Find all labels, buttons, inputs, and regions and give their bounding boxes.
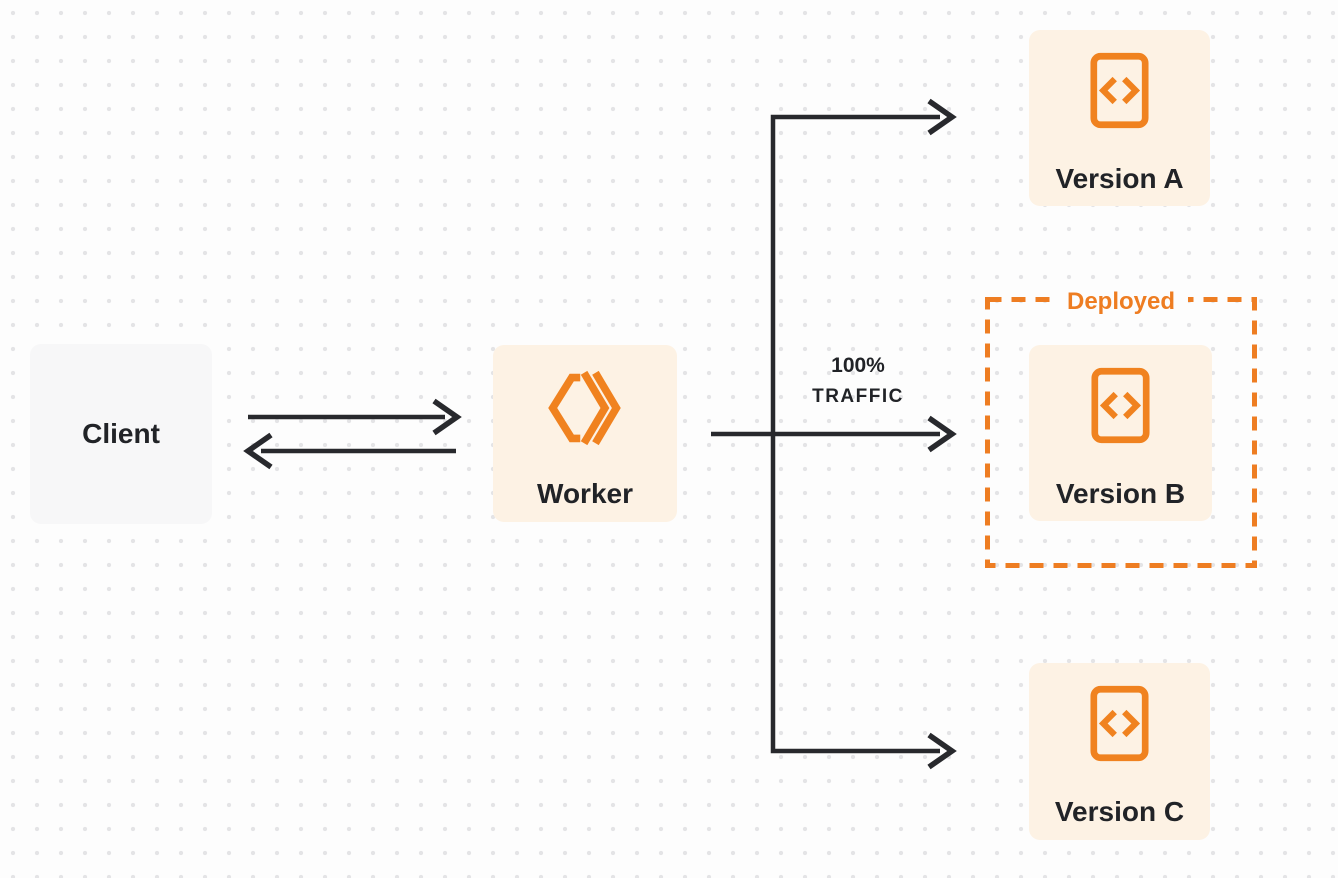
node-version-c: Version C [1029,663,1210,840]
client-label: Client [82,418,160,449]
arrowhead-to-version-c [927,732,957,770]
version-b-label: Version B [1055,478,1186,509]
traffic-word: TRAFFIC [812,386,904,407]
node-client: Client [30,344,212,524]
cloudflare-workers-icon [547,370,623,451]
node-version-a: Version A [1029,30,1210,206]
arrowhead-to-version-a [927,98,957,136]
node-version-b: Version B [1029,345,1212,521]
deployed-badge: Deployed [1053,288,1189,315]
code-file-icon [1090,685,1149,767]
traffic-percentage: 100% [831,354,885,377]
version-a-label: Version A [1055,163,1184,194]
node-worker: Worker [493,345,677,522]
traffic-branch-line [770,114,940,754]
arrowhead-worker-to-client [243,432,273,470]
arrowhead-to-version-b [927,415,957,453]
worker-label: Worker [537,478,633,509]
code-file-icon [1091,367,1150,449]
traffic-edge-label: 100% TRAFFIC [778,350,938,412]
arrowhead-client-to-worker [432,398,462,436]
version-c-label: Version C [1054,796,1185,827]
code-file-icon [1090,52,1149,134]
deployed-frame: Deployed [985,288,1257,568]
